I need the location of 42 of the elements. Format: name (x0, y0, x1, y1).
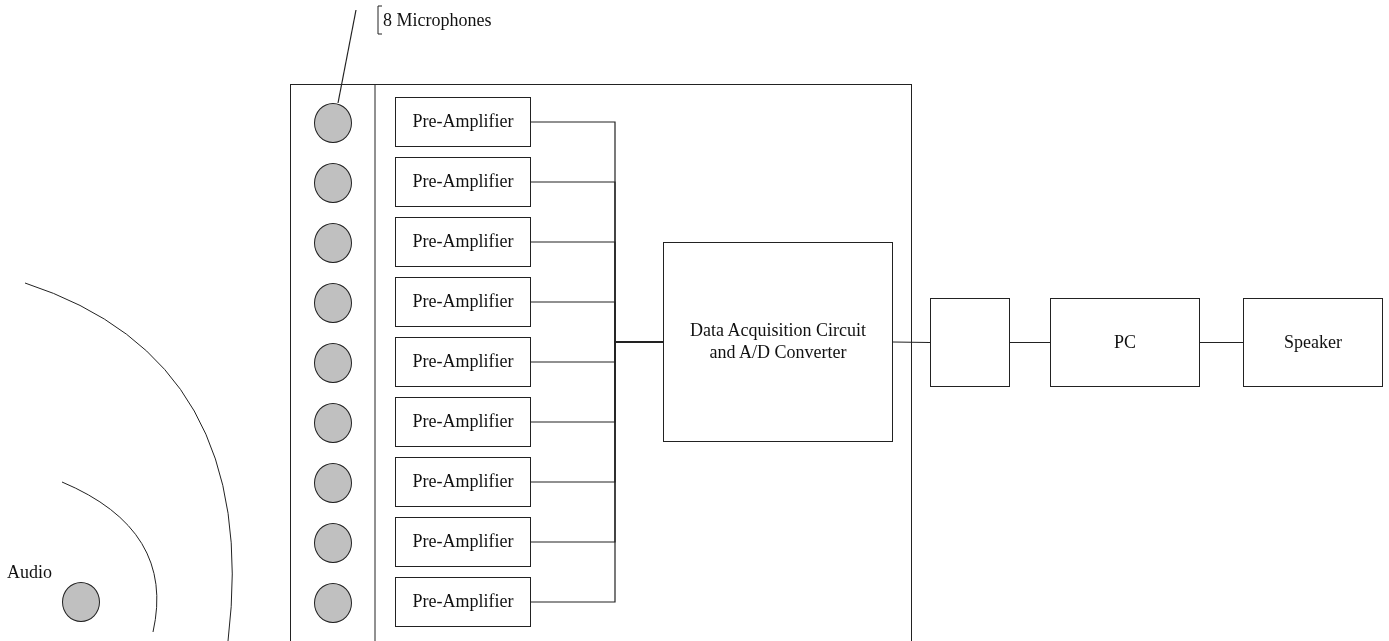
source-label: Audio (7, 562, 52, 583)
circuit-board-frame (290, 84, 912, 641)
block-label: Speaker (1284, 331, 1342, 354)
block-label: Pre-Amplifier (412, 351, 514, 373)
block-label: Pre-Amplifier (412, 291, 514, 313)
microphone-symbol (314, 343, 352, 383)
connector-line (1199, 341, 1244, 344)
label-text: 8 Microphones (383, 10, 492, 32)
connector-line (892, 341, 931, 344)
block-label: Pre-Amplifier (412, 471, 514, 493)
block-box (395, 97, 531, 147)
block-box (395, 397, 531, 447)
audio-source-symbol (62, 582, 100, 622)
block-label: Pre-Amplifier (412, 531, 514, 553)
microphone-symbol (314, 223, 352, 263)
block-label: Pre-Amplifier (412, 411, 514, 433)
microphone-symbol (314, 583, 352, 623)
microphone-symbol (314, 523, 352, 563)
microphone-symbol (314, 463, 352, 503)
leader-line (337, 9, 357, 104)
connector-line (1009, 341, 1051, 344)
block-box (395, 517, 531, 567)
block-label: PC (1114, 331, 1136, 354)
block-box (1243, 298, 1383, 387)
microphone-symbol (314, 403, 352, 443)
block-box (395, 157, 531, 207)
block-label: Pre-Amplifier (412, 111, 514, 133)
block-box (1050, 298, 1200, 387)
block-label: Pre-Amplifier (412, 171, 514, 193)
block-label: Data Acquisition Circuit and A/D Converter (689, 320, 867, 364)
block-box (395, 577, 531, 627)
block-box (663, 242, 893, 442)
block-box (395, 457, 531, 507)
block-box (930, 298, 1010, 387)
microphone-symbol (314, 163, 352, 203)
microphone-symbol (314, 103, 352, 143)
microphone-symbol (314, 283, 352, 323)
block-label: Pre-Amplifier (412, 591, 514, 613)
block-box (395, 277, 531, 327)
block-box (395, 217, 531, 267)
block-label: Pre-Amplifier (412, 231, 514, 253)
block-box (395, 337, 531, 387)
